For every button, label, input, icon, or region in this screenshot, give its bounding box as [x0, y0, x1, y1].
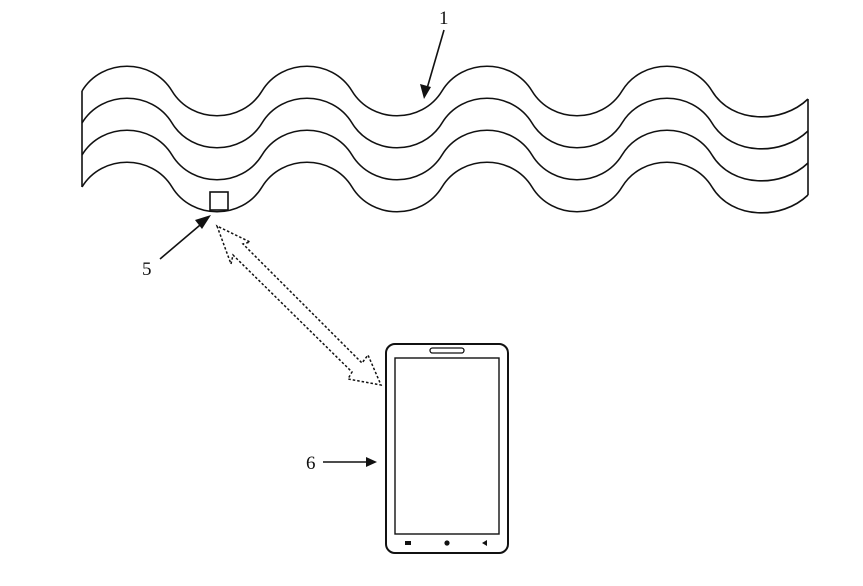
arrowhead-icon — [366, 457, 377, 467]
label-6-leader — [323, 457, 377, 467]
square-nav-icon — [405, 541, 411, 545]
label-5-leader — [159, 215, 211, 260]
fabric-wave-line-1 — [81, 65, 809, 118]
fabric-wave-line-3 — [81, 129, 809, 182]
label-fabric: 1 — [439, 8, 449, 29]
square-sensor-icon — [209, 191, 229, 211]
arrowhead-icon — [420, 84, 431, 99]
phone-screen — [394, 357, 500, 535]
wavy-fabric — [81, 65, 809, 214]
circle-nav-icon — [444, 540, 450, 546]
label-1-leader — [420, 29, 445, 99]
label-phone: 6 — [306, 453, 316, 474]
label-sensor: 5 — [142, 259, 152, 280]
arrowhead-icon — [195, 215, 211, 229]
smartphone-icon — [385, 343, 509, 554]
triangle-back-icon — [482, 540, 487, 546]
phone-speaker — [429, 347, 465, 354]
fabric-wave-line-4 — [81, 161, 809, 214]
dotted-double-arrow-icon — [215, 224, 383, 386]
fabric-wave-line-2 — [81, 97, 809, 150]
